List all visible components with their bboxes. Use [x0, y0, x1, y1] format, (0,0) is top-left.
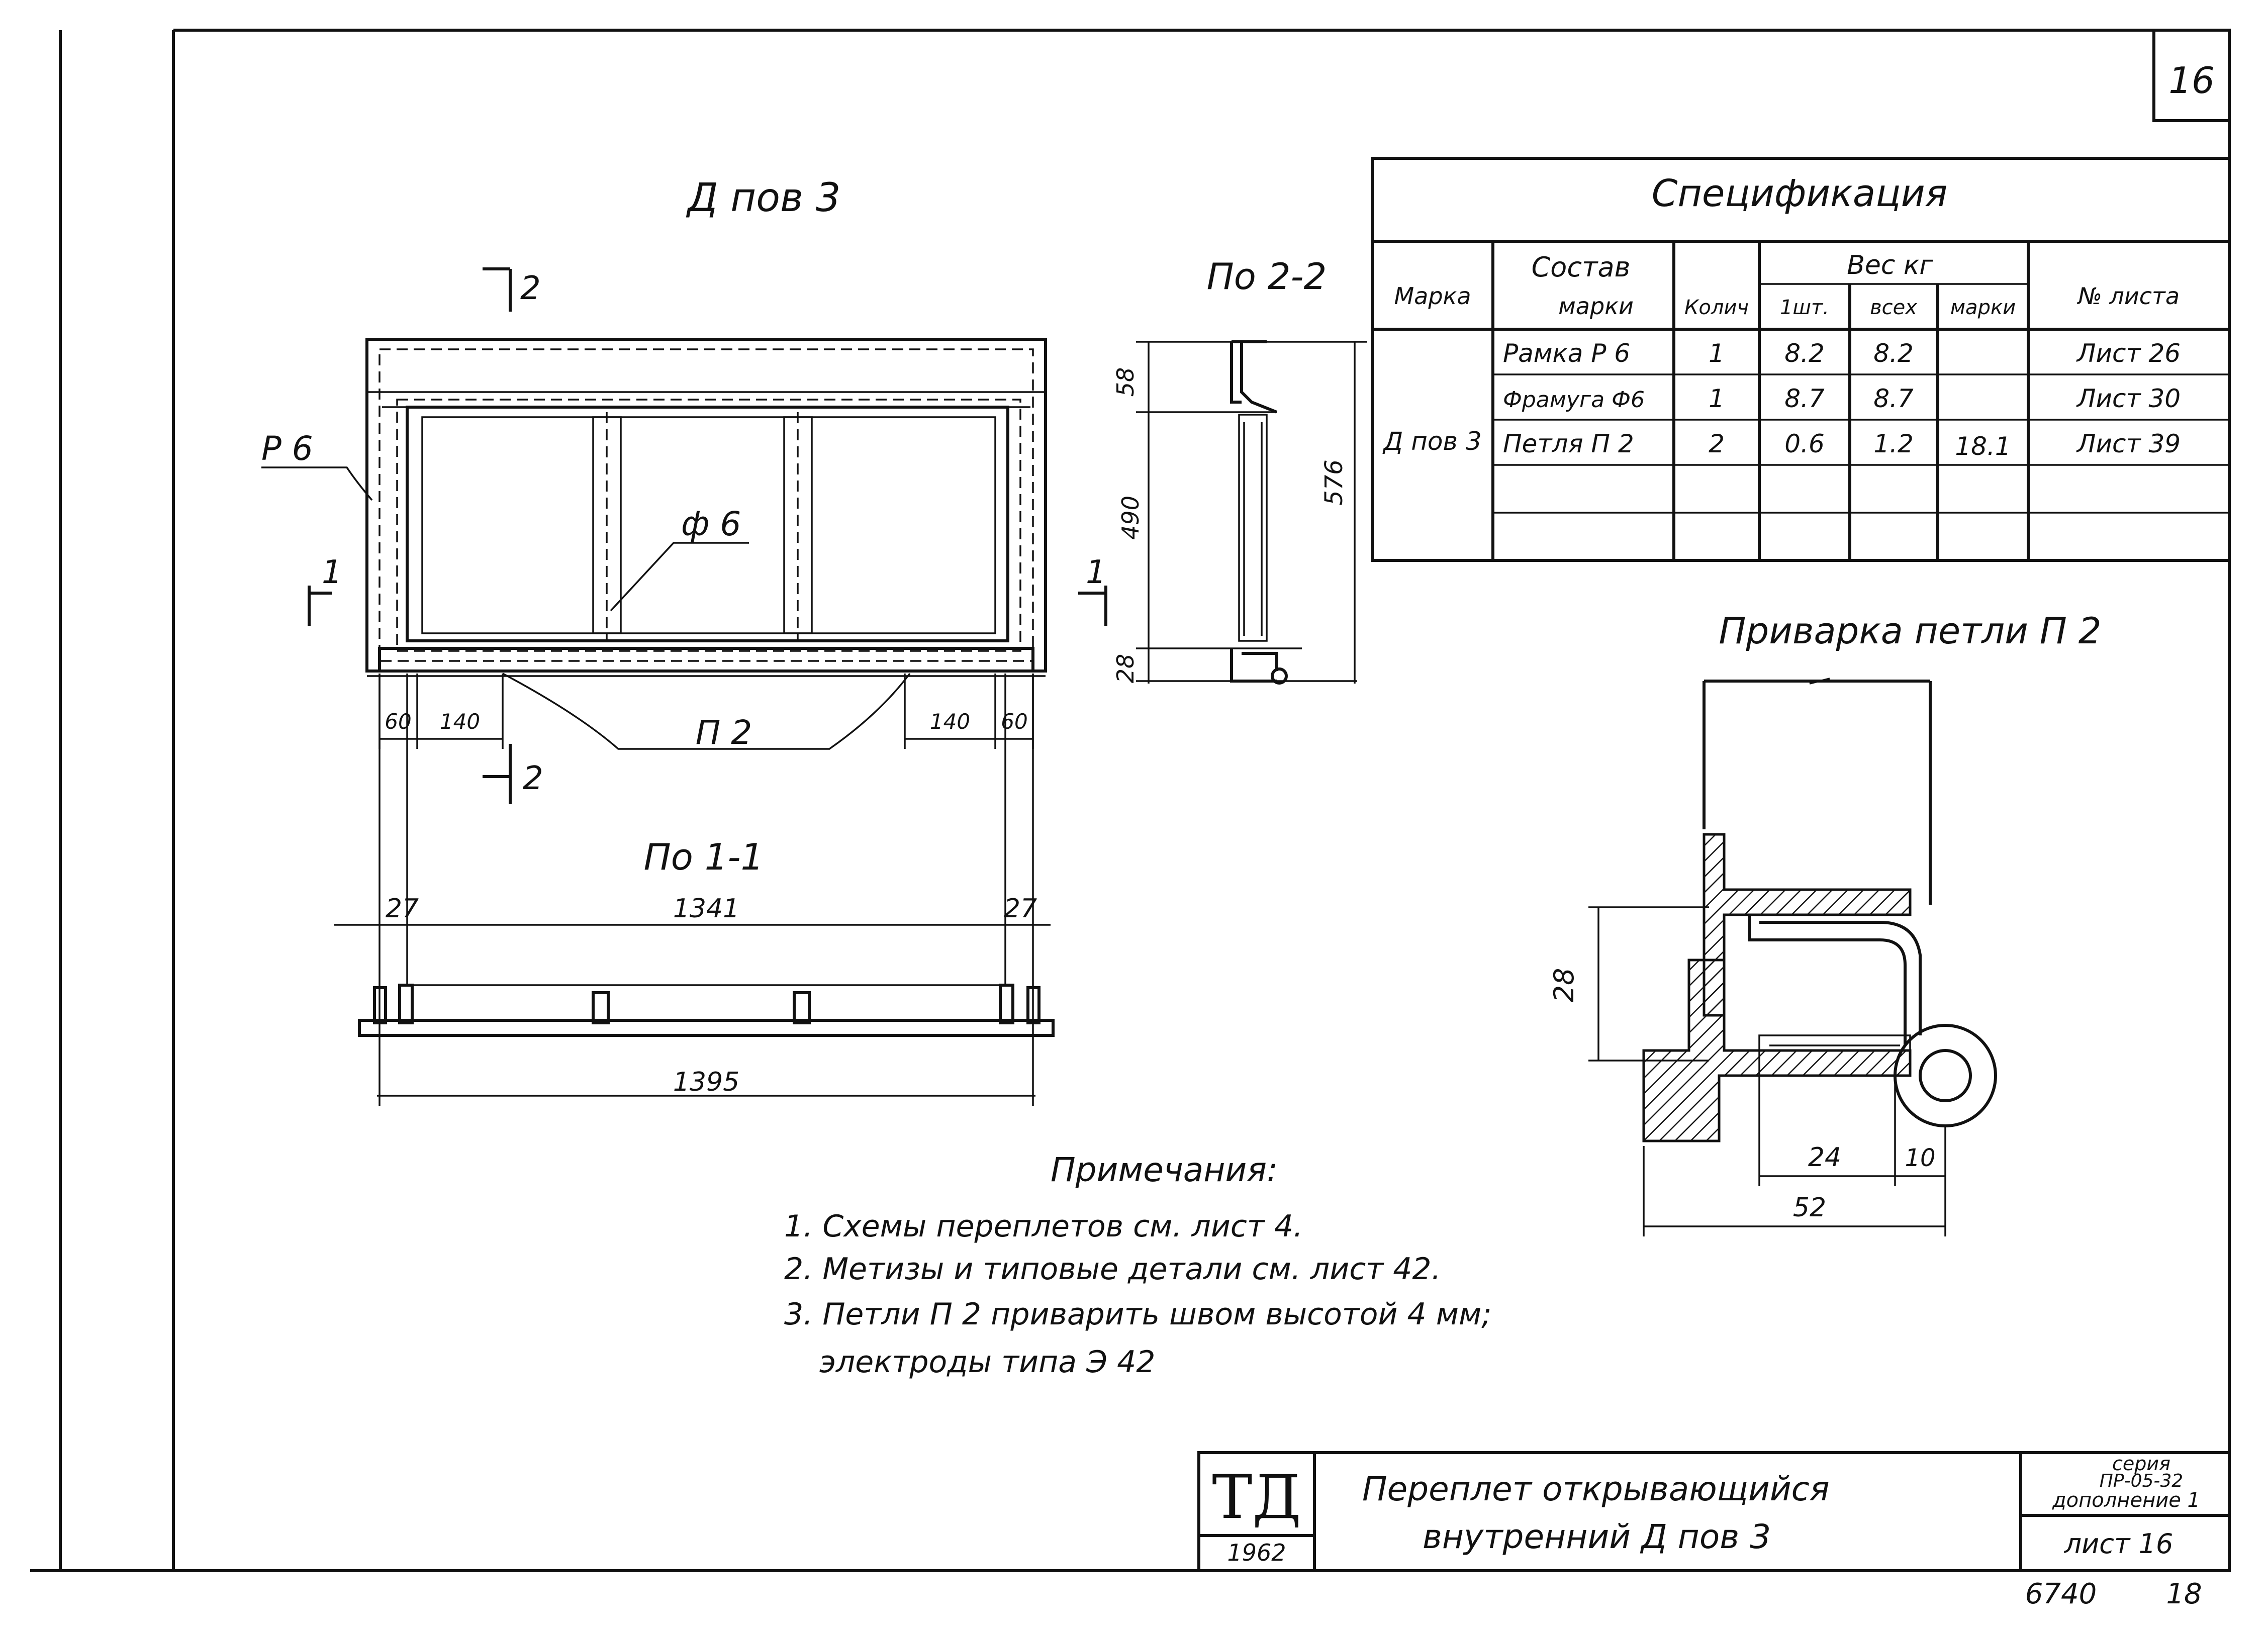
frame-label: Р 6 — [261, 429, 313, 468]
notes: Примечания: 1. Схемы переплетов см. лист… — [784, 1151, 1492, 1380]
spec-h-qty: Колич — [1684, 296, 1749, 319]
note-line: 3. Петли П 2 приварить швом высотой 4 мм… — [784, 1297, 1492, 1332]
spec-h-unit: 1шт. — [1780, 296, 1829, 319]
spec-h-total: всех — [1870, 296, 1917, 319]
detail-title: Приварка петли П 2 — [1719, 610, 2101, 652]
series-1: серия — [2112, 1453, 2170, 1475]
note-line: электроды типа Э 42 — [819, 1345, 1155, 1380]
svg-text:Петля П 2: Петля П 2 — [1503, 429, 1634, 458]
view-2-2: По 2-2 58 490 28 576 — [1112, 255, 1367, 685]
title-year: 1962 — [1227, 1539, 1286, 1566]
spec-h-comp1: Состав — [1532, 251, 1631, 283]
svg-text:Фрамуга Ф6: Фрамуга Ф6 — [1503, 387, 1645, 413]
spec-h-marka: марки — [1950, 296, 2016, 319]
page-number: 16 — [2168, 59, 2215, 102]
dim-detail-10: 10 — [1905, 1144, 1935, 1172]
dim-1-1-27-right: 27 — [1004, 894, 1037, 924]
dim-1-1-1341: 1341 — [673, 894, 739, 924]
specification-table: Спецификация Марка Состав марки Колич Ве… — [1371, 157, 2231, 562]
view-2-2-title: По 2-2 — [1207, 255, 1327, 298]
footer: 6740 18 — [2025, 1578, 2202, 1610]
footer-num: 18 — [2166, 1578, 2202, 1610]
section-1-left-label: 1 — [322, 554, 342, 591]
section-2-top-label: 2 — [520, 270, 541, 307]
main-view-title: Д пов 3 — [686, 175, 841, 221]
svg-text:Лист 39: Лист 39 — [2076, 429, 2181, 458]
spec-group-mark: Д пов 3 — [1382, 427, 1481, 456]
logo-td: ТД — [1212, 1463, 1301, 1533]
spec-group-weight: 18.1 — [1955, 432, 2011, 461]
dim-2-2-28: 28 — [1112, 654, 1139, 684]
svg-text:Рамка Р 6: Рамка Р 6 — [1503, 339, 1630, 368]
series-3: дополнение 1 — [2052, 1489, 2200, 1512]
spec-row: Рамка Р 6 1 8.2 8.2 Лист 26 — [1503, 339, 2181, 368]
series-2: ПР-05-32 — [2100, 1471, 2183, 1491]
notes-title: Примечания: — [1051, 1151, 1278, 1189]
svg-text:2: 2 — [1709, 429, 1725, 458]
spec-row: Петля П 2 2 0.6 1.2 Лист 39 — [1503, 429, 2181, 458]
spec-title: Спецификация — [1652, 172, 1947, 215]
view-1-1-title: По 1-1 — [644, 836, 764, 878]
svg-text:8.7: 8.7 — [1873, 384, 1914, 413]
weld-detail: Приварка петли П 2 28 24 10 52 — [1548, 610, 2102, 1236]
dim-detail-24: 24 — [1808, 1142, 1841, 1173]
svg-text:Лист 30: Лист 30 — [2076, 384, 2181, 413]
spec-h-mark: Марка — [1394, 282, 1471, 310]
title-name-2: внутренний Д пов 3 — [1423, 1517, 1771, 1556]
spec-row: Фрамуга Ф6 1 8.7 8.7 Лист 30 — [1503, 384, 2181, 413]
dim-detail-28: 28 — [1548, 968, 1580, 1003]
svg-text:0.6: 0.6 — [1784, 429, 1825, 458]
view-1-1: По 1-1 27 1341 27 1395 — [334, 674, 1055, 1106]
svg-text:1.2: 1.2 — [1873, 429, 1914, 458]
title-block: ТД 1962 Переплет открывающийся внутренни… — [1197, 1451, 2231, 1572]
svg-text:1: 1 — [1709, 339, 1725, 368]
dim-1-1-1395: 1395 — [673, 1067, 739, 1097]
title-name-1: Переплет открывающийся — [1362, 1470, 1830, 1508]
dim-main-3: 140 — [930, 709, 970, 734]
section-1-right-label: 1 — [1086, 554, 1106, 591]
svg-text:8.2: 8.2 — [1873, 339, 1914, 368]
dim-detail-52: 52 — [1793, 1193, 1826, 1223]
note-line: 2. Метизы и типовые детали см. лист 42. — [784, 1252, 1441, 1287]
section-2-bottom-label: 2 — [523, 760, 543, 797]
svg-text:8.2: 8.2 — [1784, 339, 1825, 368]
page-number-box: 16 — [2152, 29, 2231, 122]
title-sheet: лист 16 — [2064, 1528, 2174, 1560]
dim-2-2-576: 576 — [1320, 459, 1348, 506]
spec-h-weight: Вес кг — [1847, 250, 1933, 280]
dim-2-2-58: 58 — [1112, 367, 1139, 397]
svg-text:Лист 26: Лист 26 — [2076, 339, 2181, 368]
spec-h-comp2: марки — [1558, 293, 1634, 320]
main-view: Д пов 3 2 2 1 1 Р 6 ф 6 — [261, 175, 1107, 804]
loop-label: П 2 — [696, 713, 752, 752]
dim-main-2: 140 — [440, 709, 480, 734]
spec-h-sheet: № листа — [2076, 282, 2180, 310]
dim-2-2-490: 490 — [1117, 496, 1144, 540]
svg-text:1: 1 — [1709, 384, 1725, 413]
svg-text:8.7: 8.7 — [1784, 384, 1825, 413]
note-line: 1. Схемы переплетов см. лист 4. — [784, 1209, 1303, 1244]
dim-1-1-27-left: 27 — [386, 894, 419, 924]
transom-label: ф 6 — [681, 505, 741, 543]
footer-code: 6740 — [2025, 1578, 2097, 1610]
